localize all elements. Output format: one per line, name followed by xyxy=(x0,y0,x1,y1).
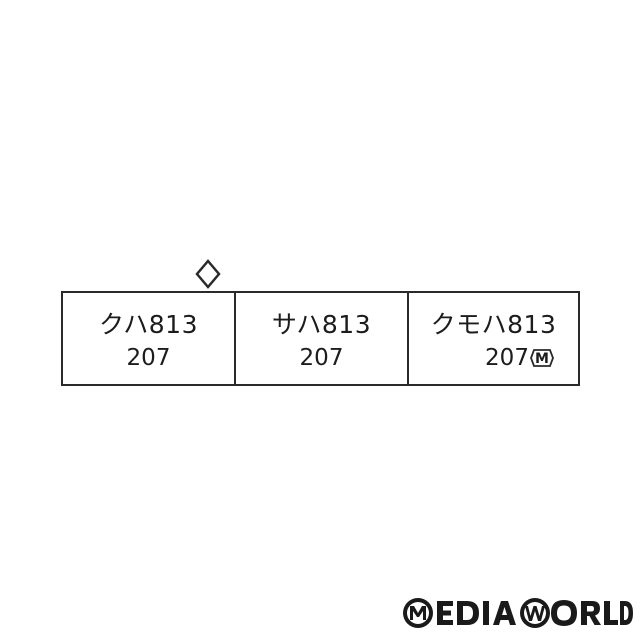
car-2: サハ813 207 xyxy=(234,293,407,384)
car-3: クモハ813 207 M xyxy=(407,293,578,384)
pantograph-icon xyxy=(195,259,221,289)
car-type-label: クモハ813 xyxy=(430,310,557,339)
car-1: クハ813 207 xyxy=(63,293,234,384)
mediaworld-logo xyxy=(403,598,633,628)
car-number-label: 207 xyxy=(299,345,344,371)
car-number-label: 207 xyxy=(485,345,529,371)
motor-badge-label: M xyxy=(535,351,549,367)
car-number-label: 207 xyxy=(126,345,171,371)
car-type-label: クハ813 xyxy=(99,310,198,339)
car-type-label: サハ813 xyxy=(271,310,372,339)
train-formation: クハ813 207 サハ813 207 クモハ813 207 M xyxy=(61,291,580,386)
motor-car-icon: M xyxy=(530,349,554,367)
